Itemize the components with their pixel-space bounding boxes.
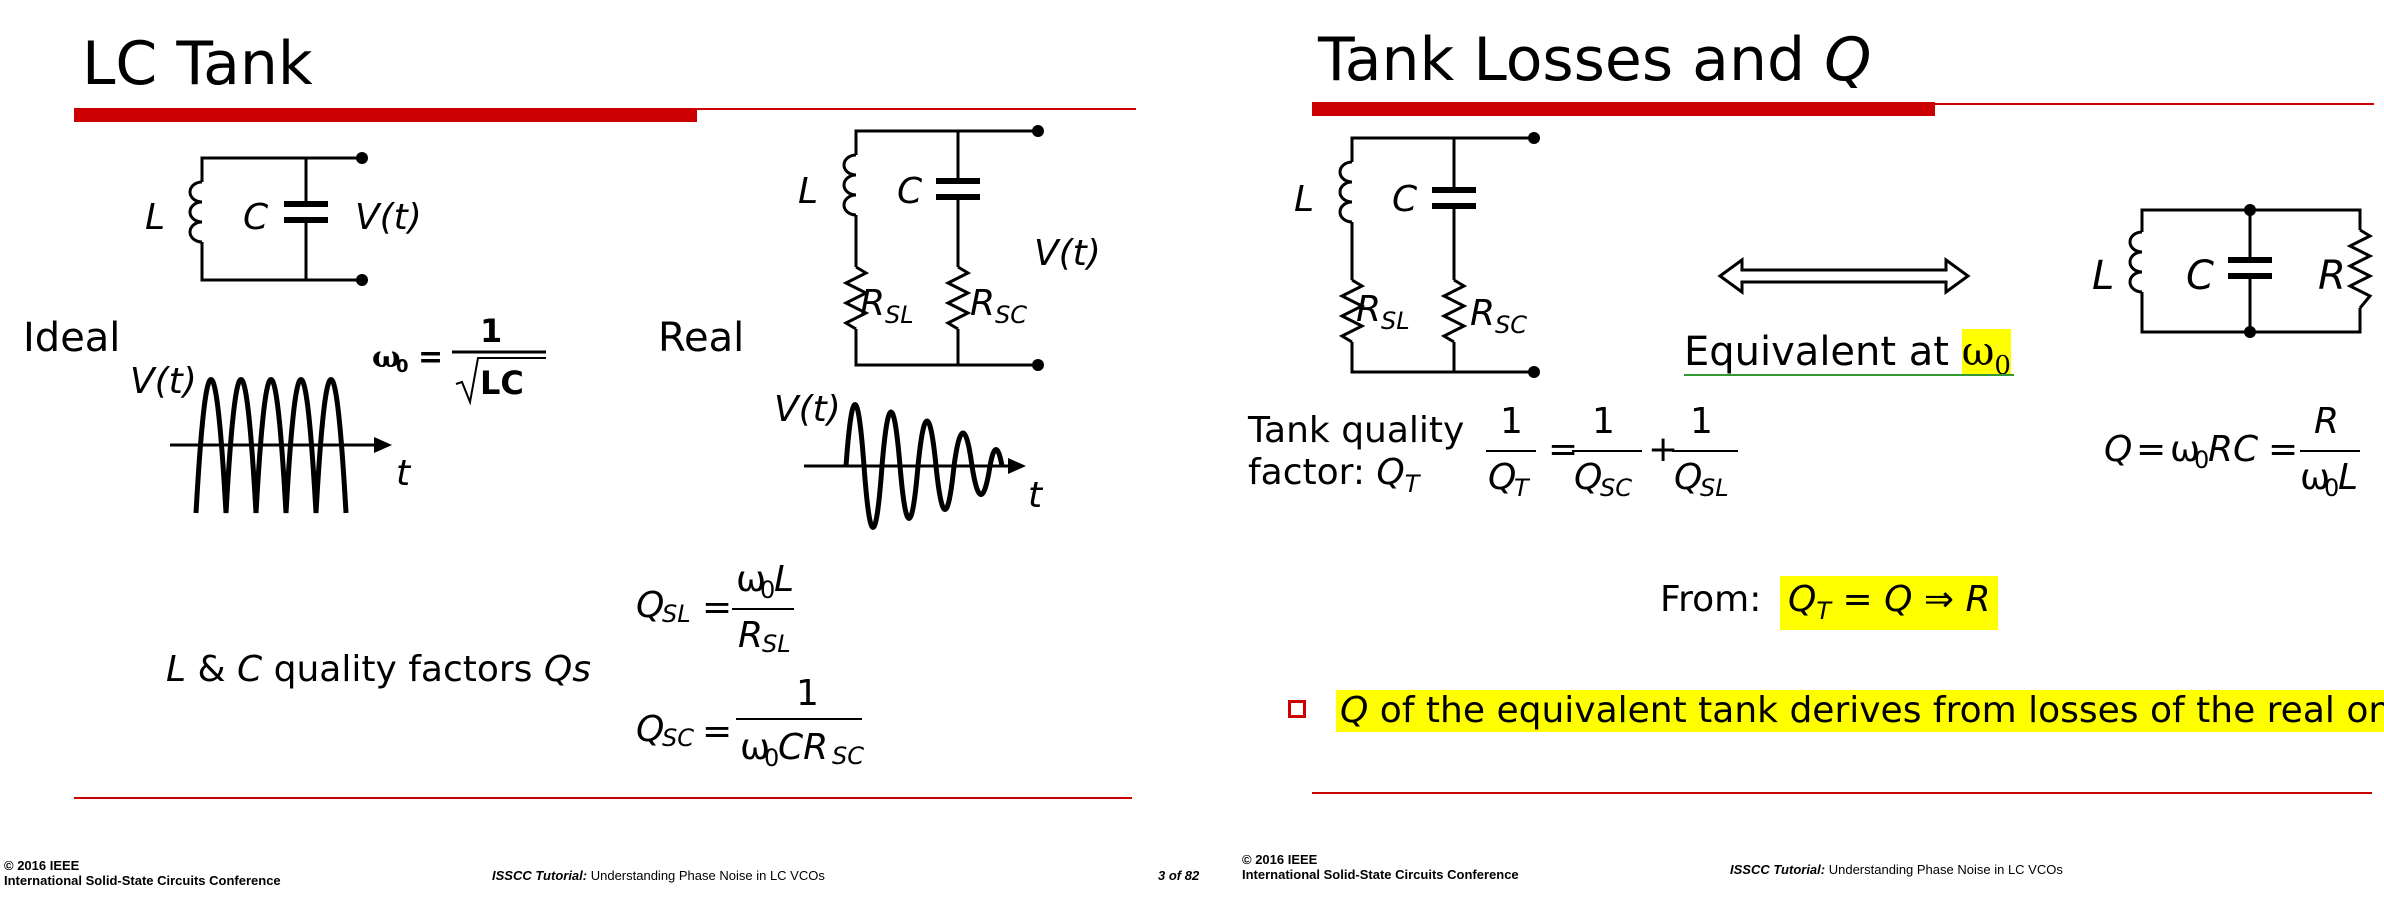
tank-quality-label: Tank quality factor: QT bbox=[1248, 410, 1465, 499]
real-waveform bbox=[804, 402, 1026, 530]
slide-title: LC Tank bbox=[82, 29, 313, 99]
ideal-label-L: L bbox=[145, 197, 166, 238]
q-equation: Q = ω 0 RC = R ω 0 L bbox=[2104, 401, 2360, 502]
rt-label-C: C bbox=[1392, 179, 1418, 220]
real-tank-circuit bbox=[1338, 132, 1540, 378]
qsl-formula: Q SL = ω 0 L R SL bbox=[636, 559, 795, 658]
ideal-waveform bbox=[170, 377, 392, 514]
real-lc-circuit bbox=[842, 125, 1044, 371]
slide-title: Tank Losses and Q bbox=[1318, 25, 1872, 95]
ideal-lc-circuit bbox=[188, 152, 368, 286]
bullet-icon bbox=[1288, 700, 1306, 718]
tank-q-equation: 1 Q T = 1 Q SC + 1 Q SL bbox=[1482, 404, 1742, 514]
page-number: 3 of 82 bbox=[1158, 868, 1200, 883]
equivalent-label: Equivalent at ω0 bbox=[1684, 329, 2011, 381]
title-rule bbox=[74, 108, 1136, 122]
quality-factors-text: L & C quality factors Qs bbox=[166, 649, 591, 690]
from-label: From: bbox=[1660, 579, 1762, 620]
from-equation: QT = Q ⇒ R bbox=[1780, 576, 1999, 630]
ideal-wave-t: t bbox=[396, 453, 411, 494]
eq-label-R: R bbox=[2318, 253, 2346, 299]
eq-label-C: C bbox=[2186, 253, 2214, 299]
rt-label-L: L bbox=[1294, 179, 1315, 220]
title-rule bbox=[1312, 102, 2374, 116]
ideal-label-C: C bbox=[243, 197, 269, 238]
real-heading: Real bbox=[658, 315, 745, 361]
footer-copyright: © 2016 IEEE International Solid-State Ci… bbox=[1242, 852, 1519, 882]
real-label-C: C bbox=[897, 171, 923, 212]
equivalent-lcr-circuit bbox=[2128, 204, 2374, 338]
bullet-text: Q of the equivalent tank derives from lo… bbox=[1336, 690, 2384, 732]
bottom-rule bbox=[74, 797, 1132, 799]
real-wave-V: V(t) bbox=[774, 389, 841, 430]
real-label-RSC: RSC bbox=[970, 283, 1028, 330]
real-wave-t: t bbox=[1028, 475, 1043, 516]
equivalent-underline bbox=[1684, 374, 2014, 376]
ideal-label-V: V(t) bbox=[355, 197, 422, 238]
rt-label-RSL: RSL bbox=[1356, 289, 1410, 336]
real-label-V: V(t) bbox=[1034, 233, 1101, 274]
real-label-RSL: RSL bbox=[860, 283, 914, 330]
footer-copyright: © 2016 IEEE International Solid-State Ci… bbox=[4, 858, 281, 888]
eq-label-L: L bbox=[2092, 253, 2115, 299]
footer-tutorial: ISSCC Tutorial: Understanding Phase Nois… bbox=[1730, 862, 2063, 877]
rt-label-RSC: RSC bbox=[1470, 293, 1528, 340]
footer-tutorial: ISSCC Tutorial: Understanding Phase Nois… bbox=[492, 868, 825, 883]
ideal-heading: Ideal bbox=[23, 315, 121, 361]
equivalence-arrow-icon bbox=[1717, 257, 1971, 295]
ideal-wave-V: V(t) bbox=[130, 361, 197, 402]
qsc-formula: Q SC = 1 ω 0 CR SC bbox=[636, 673, 864, 772]
real-label-L: L bbox=[798, 171, 819, 212]
bottom-rule bbox=[1312, 792, 2372, 794]
